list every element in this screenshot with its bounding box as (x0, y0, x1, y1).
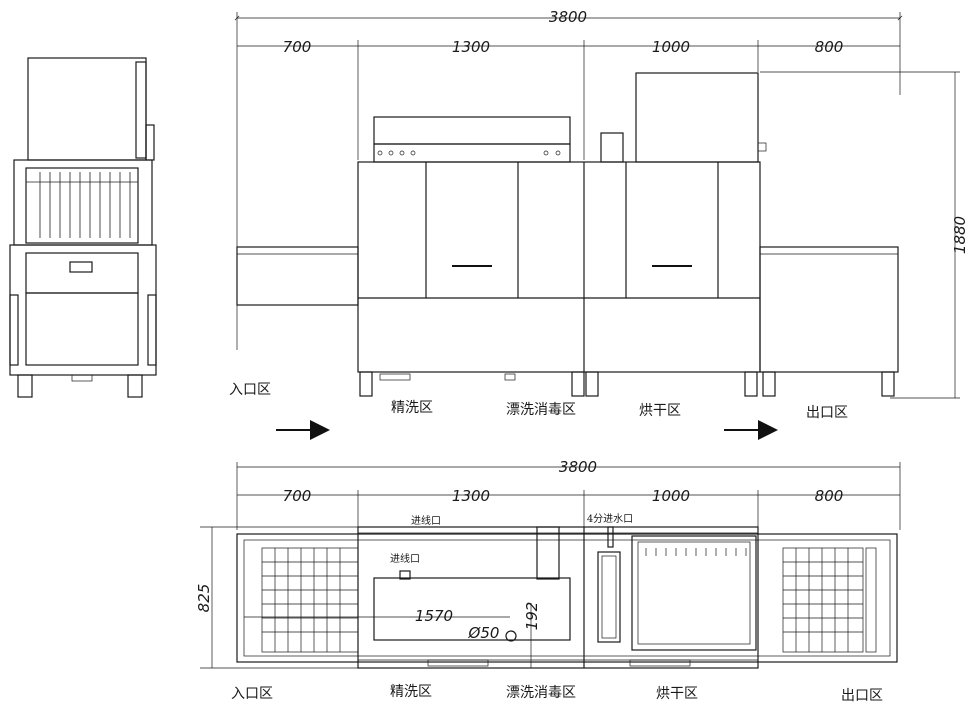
note-cable-inlet-top: 进线口 (411, 514, 441, 527)
front-dim-exit: 800 (815, 38, 844, 56)
plan-zone-dry: 烘干区 (656, 686, 698, 702)
front-dim-entry: 700 (283, 38, 312, 56)
front-zone-exit: 出口区 (806, 405, 848, 421)
front-dim-wash: 1300 (452, 38, 490, 56)
side-grill (26, 172, 138, 238)
plan-dim-drain-offset: 1570 (415, 607, 453, 625)
plan-dim-dry: 1000 (652, 487, 690, 505)
plan-dim-wash: 1300 (452, 487, 490, 505)
entry-rack (262, 548, 358, 652)
front-zone-entry: 入口区 (229, 382, 271, 398)
plan-dim-total: 3800 (559, 458, 597, 476)
front-dim-height: 1880 (951, 216, 969, 254)
front-dim-total: 3800 (549, 8, 587, 26)
note-cable-inlet-inner: 进线口 (390, 552, 420, 565)
plan-dim-exit: 800 (815, 487, 844, 505)
plan-view (200, 462, 901, 669)
plan-zone-exit: 出口区 (841, 688, 883, 704)
front-zone-dry: 烘干区 (639, 403, 681, 419)
plan-dim-entry: 700 (283, 487, 312, 505)
side-view (9, 57, 157, 398)
plan-dim-depth: 825 (195, 584, 213, 613)
front-dim-dry: 1000 (652, 38, 690, 56)
plan-zone-rinse: 漂洗消毒区 (506, 685, 576, 701)
front-zone-rinse: 漂洗消毒区 (506, 402, 576, 418)
front-view (234, 12, 960, 399)
front-zone-wash: 精洗区 (391, 400, 433, 416)
dryer-vents (645, 548, 747, 556)
exit-rack (783, 548, 863, 652)
plan-dim-drain-height: 192 (523, 602, 541, 631)
plan-zone-entry: 入口区 (231, 686, 273, 702)
plan-zone-wash: 精洗区 (390, 684, 432, 700)
note-water-inlet: 4分进水口 (587, 513, 633, 525)
plan-dim-drain-diameter: Ø50 (468, 624, 500, 642)
